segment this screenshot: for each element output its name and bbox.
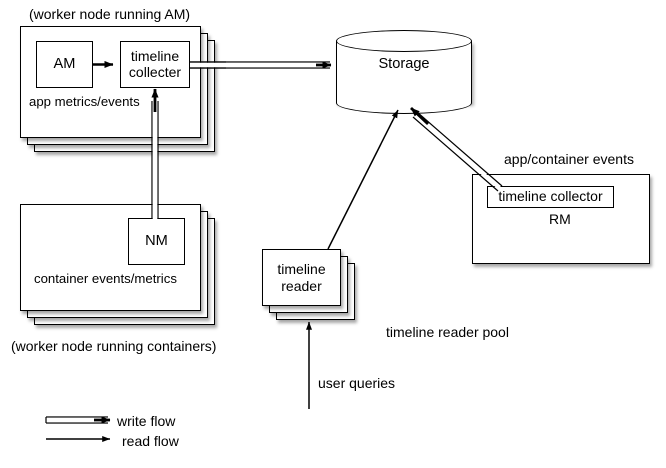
worker-containers-caption: (worker node running containers) <box>11 338 217 354</box>
timeline-collector-box-rm[interactable]: timeline collector <box>487 186 614 208</box>
timeline-reader-node[interactable]: timeline reader <box>262 249 341 306</box>
storage-label: Storage <box>378 56 430 72</box>
app-metrics-events-label: app metrics/events <box>29 94 140 109</box>
legend-read-flow-label: read flow <box>122 433 179 449</box>
timeline-reader-label-line2: reader <box>281 277 322 294</box>
container-events-metrics-label: container events/metrics <box>34 271 177 286</box>
timeline-reader-label-line1: timeline <box>277 260 326 277</box>
rm-label: RM <box>549 211 571 227</box>
legend-write-flow-label: write flow <box>117 413 176 429</box>
app-container-events-label: app/container events <box>504 151 634 167</box>
nm-box[interactable]: NM <box>128 218 185 265</box>
user-queries-label: user queries <box>318 375 396 391</box>
worker-am-caption: (worker node running AM) <box>29 6 191 22</box>
storage-cylinder[interactable]: Storage <box>336 30 472 114</box>
timeline-reader-pool-label: timeline reader pool <box>386 324 509 340</box>
arrow-reader-to-storage <box>328 110 398 249</box>
storage-cylinder-top-ellipse <box>336 30 472 52</box>
timeline-collector-box-am[interactable]: timeline collecter <box>120 41 190 88</box>
legend-write-flow-arrow <box>46 417 111 424</box>
am-box[interactable]: AM <box>36 41 93 88</box>
